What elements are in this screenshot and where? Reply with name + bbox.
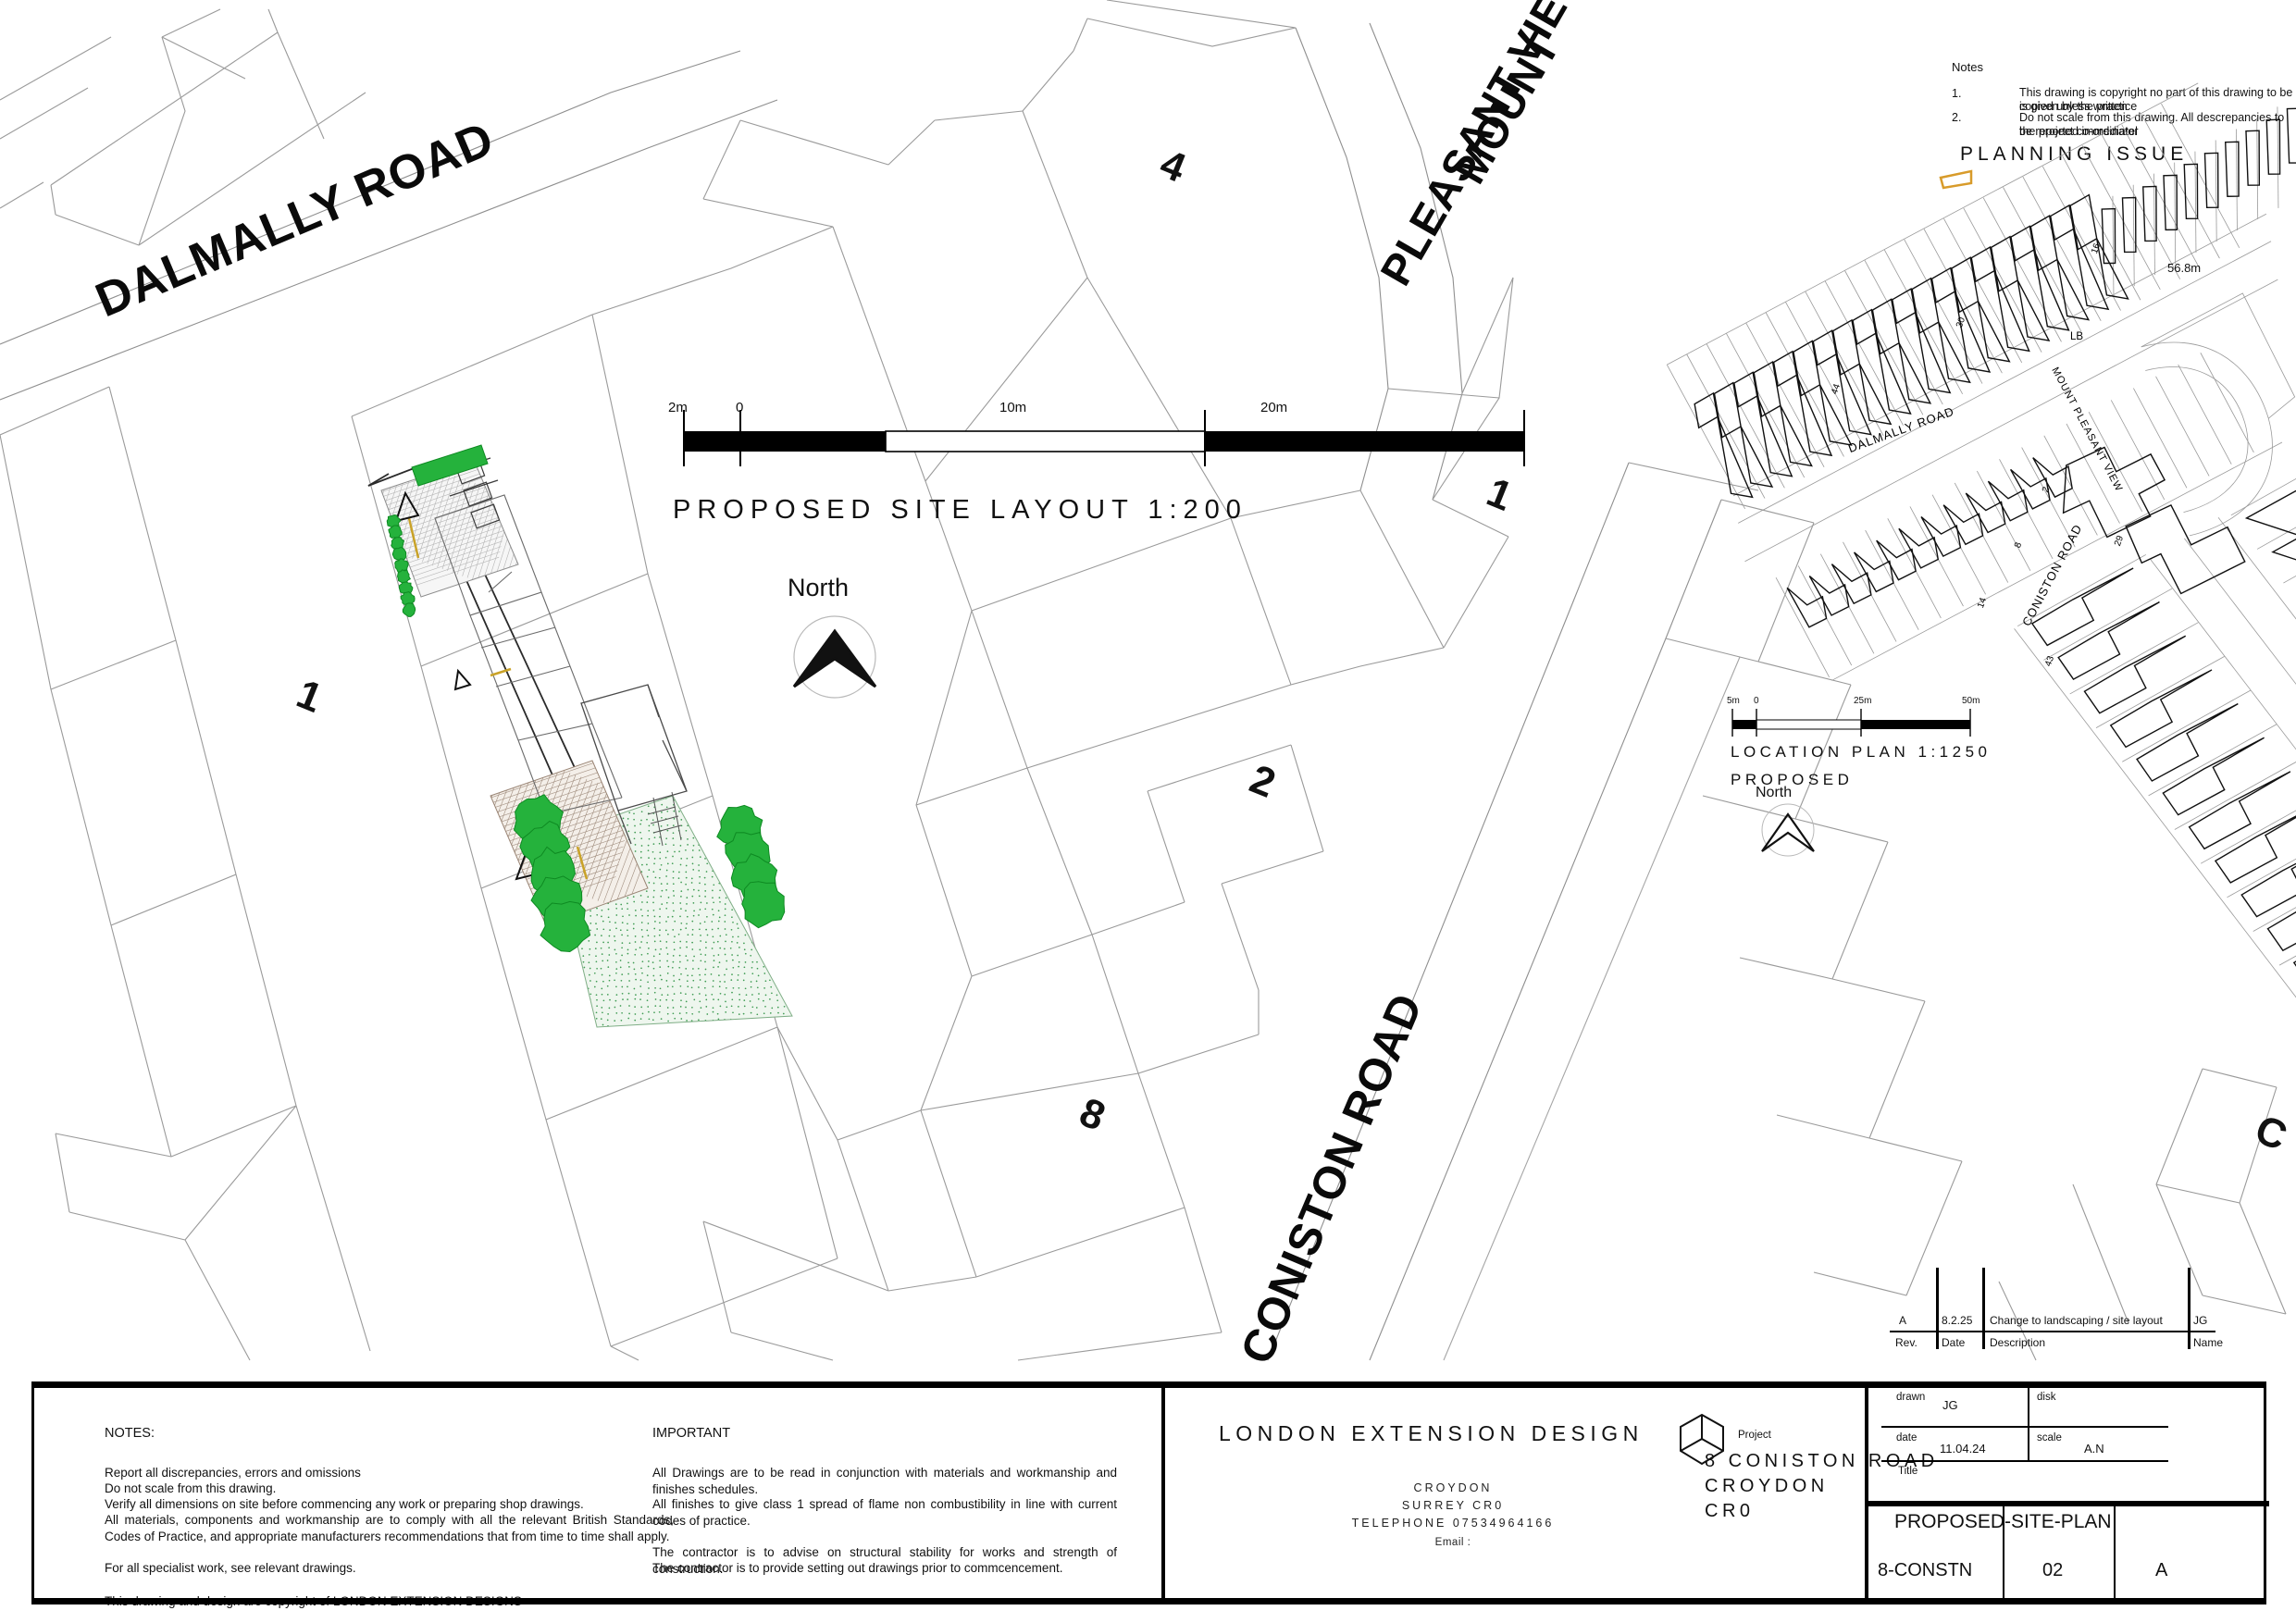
notes-copyright: This drawing and design are copyright of…: [105, 1593, 697, 1610]
drawing-title-value: PROPOSED-SITE-PLAN: [1894, 1511, 2112, 1533]
scalebar-label-0: 0: [736, 400, 743, 415]
revision-row-rev: A: [1899, 1314, 1906, 1327]
notes-line: Do not scale from this drawing.: [105, 1481, 678, 1497]
important-paragraph: The contractor is to provide setting out…: [652, 1560, 1134, 1577]
scalebar-label-2m: 2m: [668, 400, 688, 415]
revision-header-rev: Rev.: [1895, 1336, 1917, 1349]
revision-letter: A: [2155, 1560, 2167, 1581]
company-address-line: TELEPHONE 07534964166: [1219, 1517, 1687, 1530]
notes-line: For all specialist work, see relevant dr…: [105, 1560, 678, 1577]
revision-row-description: Change to landscaping / site layout: [1990, 1314, 2163, 1327]
main-plan-title: PROPOSED SITE LAYOUT 1:200: [673, 495, 1247, 526]
notes-item-number: 1.: [1952, 87, 1961, 100]
north-label-main: North: [788, 574, 849, 602]
drawing-number: 02: [2042, 1560, 2063, 1581]
field-label-title: Title: [1898, 1466, 1917, 1477]
notes-line: All materials, components and workmanshi…: [105, 1512, 674, 1544]
revision-row-date: 8.2.25: [1942, 1314, 1972, 1327]
notes-heading: Notes: [1952, 60, 1983, 74]
location-elevation-label: 56.8m: [2167, 261, 2201, 275]
important-paragraph: All Drawings are to be read in conjuncti…: [652, 1465, 1117, 1497]
field-value-scale: A.N: [2084, 1442, 2104, 1456]
notes-column-heading: NOTES:: [105, 1426, 155, 1441]
loc-scalebar-label-5m: 5m: [1727, 696, 1740, 706]
loc-scalebar-label-0: 0: [1754, 696, 1759, 706]
company-name: LONDON EXTENSION DESIGN: [1219, 1421, 1644, 1446]
scalebar-label-10m: 10m: [999, 400, 1026, 415]
project-address-line: CROYDON: [1705, 1474, 1829, 1499]
loc-scalebar-label-50m: 50m: [1962, 696, 1980, 706]
revision-header-description: Description: [1990, 1336, 2045, 1349]
important-paragraph: All finishes to give class 1 spread of f…: [652, 1496, 1117, 1529]
field-label-date: date: [1896, 1432, 1917, 1443]
title-block-divider: [1161, 1384, 1165, 1602]
location-plan-title: LOCATION PLAN 1:1250: [1731, 743, 1992, 762]
revision-table: A 8.2.25 Change to landscaping / site la…: [1890, 1268, 2260, 1374]
important-heading: IMPORTANT: [652, 1426, 730, 1441]
notes-line: Report all discrepancies, errors and omi…: [105, 1465, 678, 1481]
project-caption: Project: [1738, 1430, 1771, 1441]
notes-line: Verify all dimensions on site before com…: [105, 1496, 678, 1513]
title-block-fields: drawn JG disk date 11.04.24 scale A.N Ti…: [1868, 1384, 2265, 1602]
north-arrow-main: [794, 616, 875, 698]
north-label-location: North: [1756, 785, 1792, 801]
field-label-scale: scale: [2037, 1432, 2062, 1443]
revision-row-name: JG: [2193, 1314, 2207, 1327]
job-number: 8-CONSTN: [1878, 1560, 1972, 1581]
field-value-date: 11.04.24: [1940, 1442, 1986, 1456]
main-scalebar-graphic: [684, 410, 1524, 466]
notes-item-number: 2.: [1952, 111, 1961, 124]
notes-item-line: the project co-ordinator: [2019, 125, 2139, 139]
location-plan-subtitle: PROPOSED: [1731, 771, 1853, 789]
company-address-line: CROYDON: [1219, 1481, 1687, 1494]
company-email-label: Email :: [1219, 1537, 1687, 1548]
revision-header-name: Name: [2193, 1336, 2223, 1349]
revision-header-date: Date: [1942, 1336, 1965, 1349]
loc-label-lb: LB: [2070, 331, 2083, 342]
company-address-line: SURREY CR0: [1219, 1499, 1687, 1512]
planning-issue-status: PLANNING ISSUE: [1960, 143, 2188, 166]
field-value-drawn: JG: [1942, 1398, 1958, 1412]
loc-scalebar-label-25m: 25m: [1854, 696, 1871, 706]
title-block: NOTES: Report all discrepancies, errors …: [31, 1381, 2266, 1604]
field-label-drawn: drawn: [1896, 1392, 1925, 1403]
scalebar-label-20m: 20m: [1260, 400, 1287, 415]
field-label-disk: disk: [2037, 1392, 2055, 1403]
project-address-line: CR0: [1705, 1499, 1755, 1524]
